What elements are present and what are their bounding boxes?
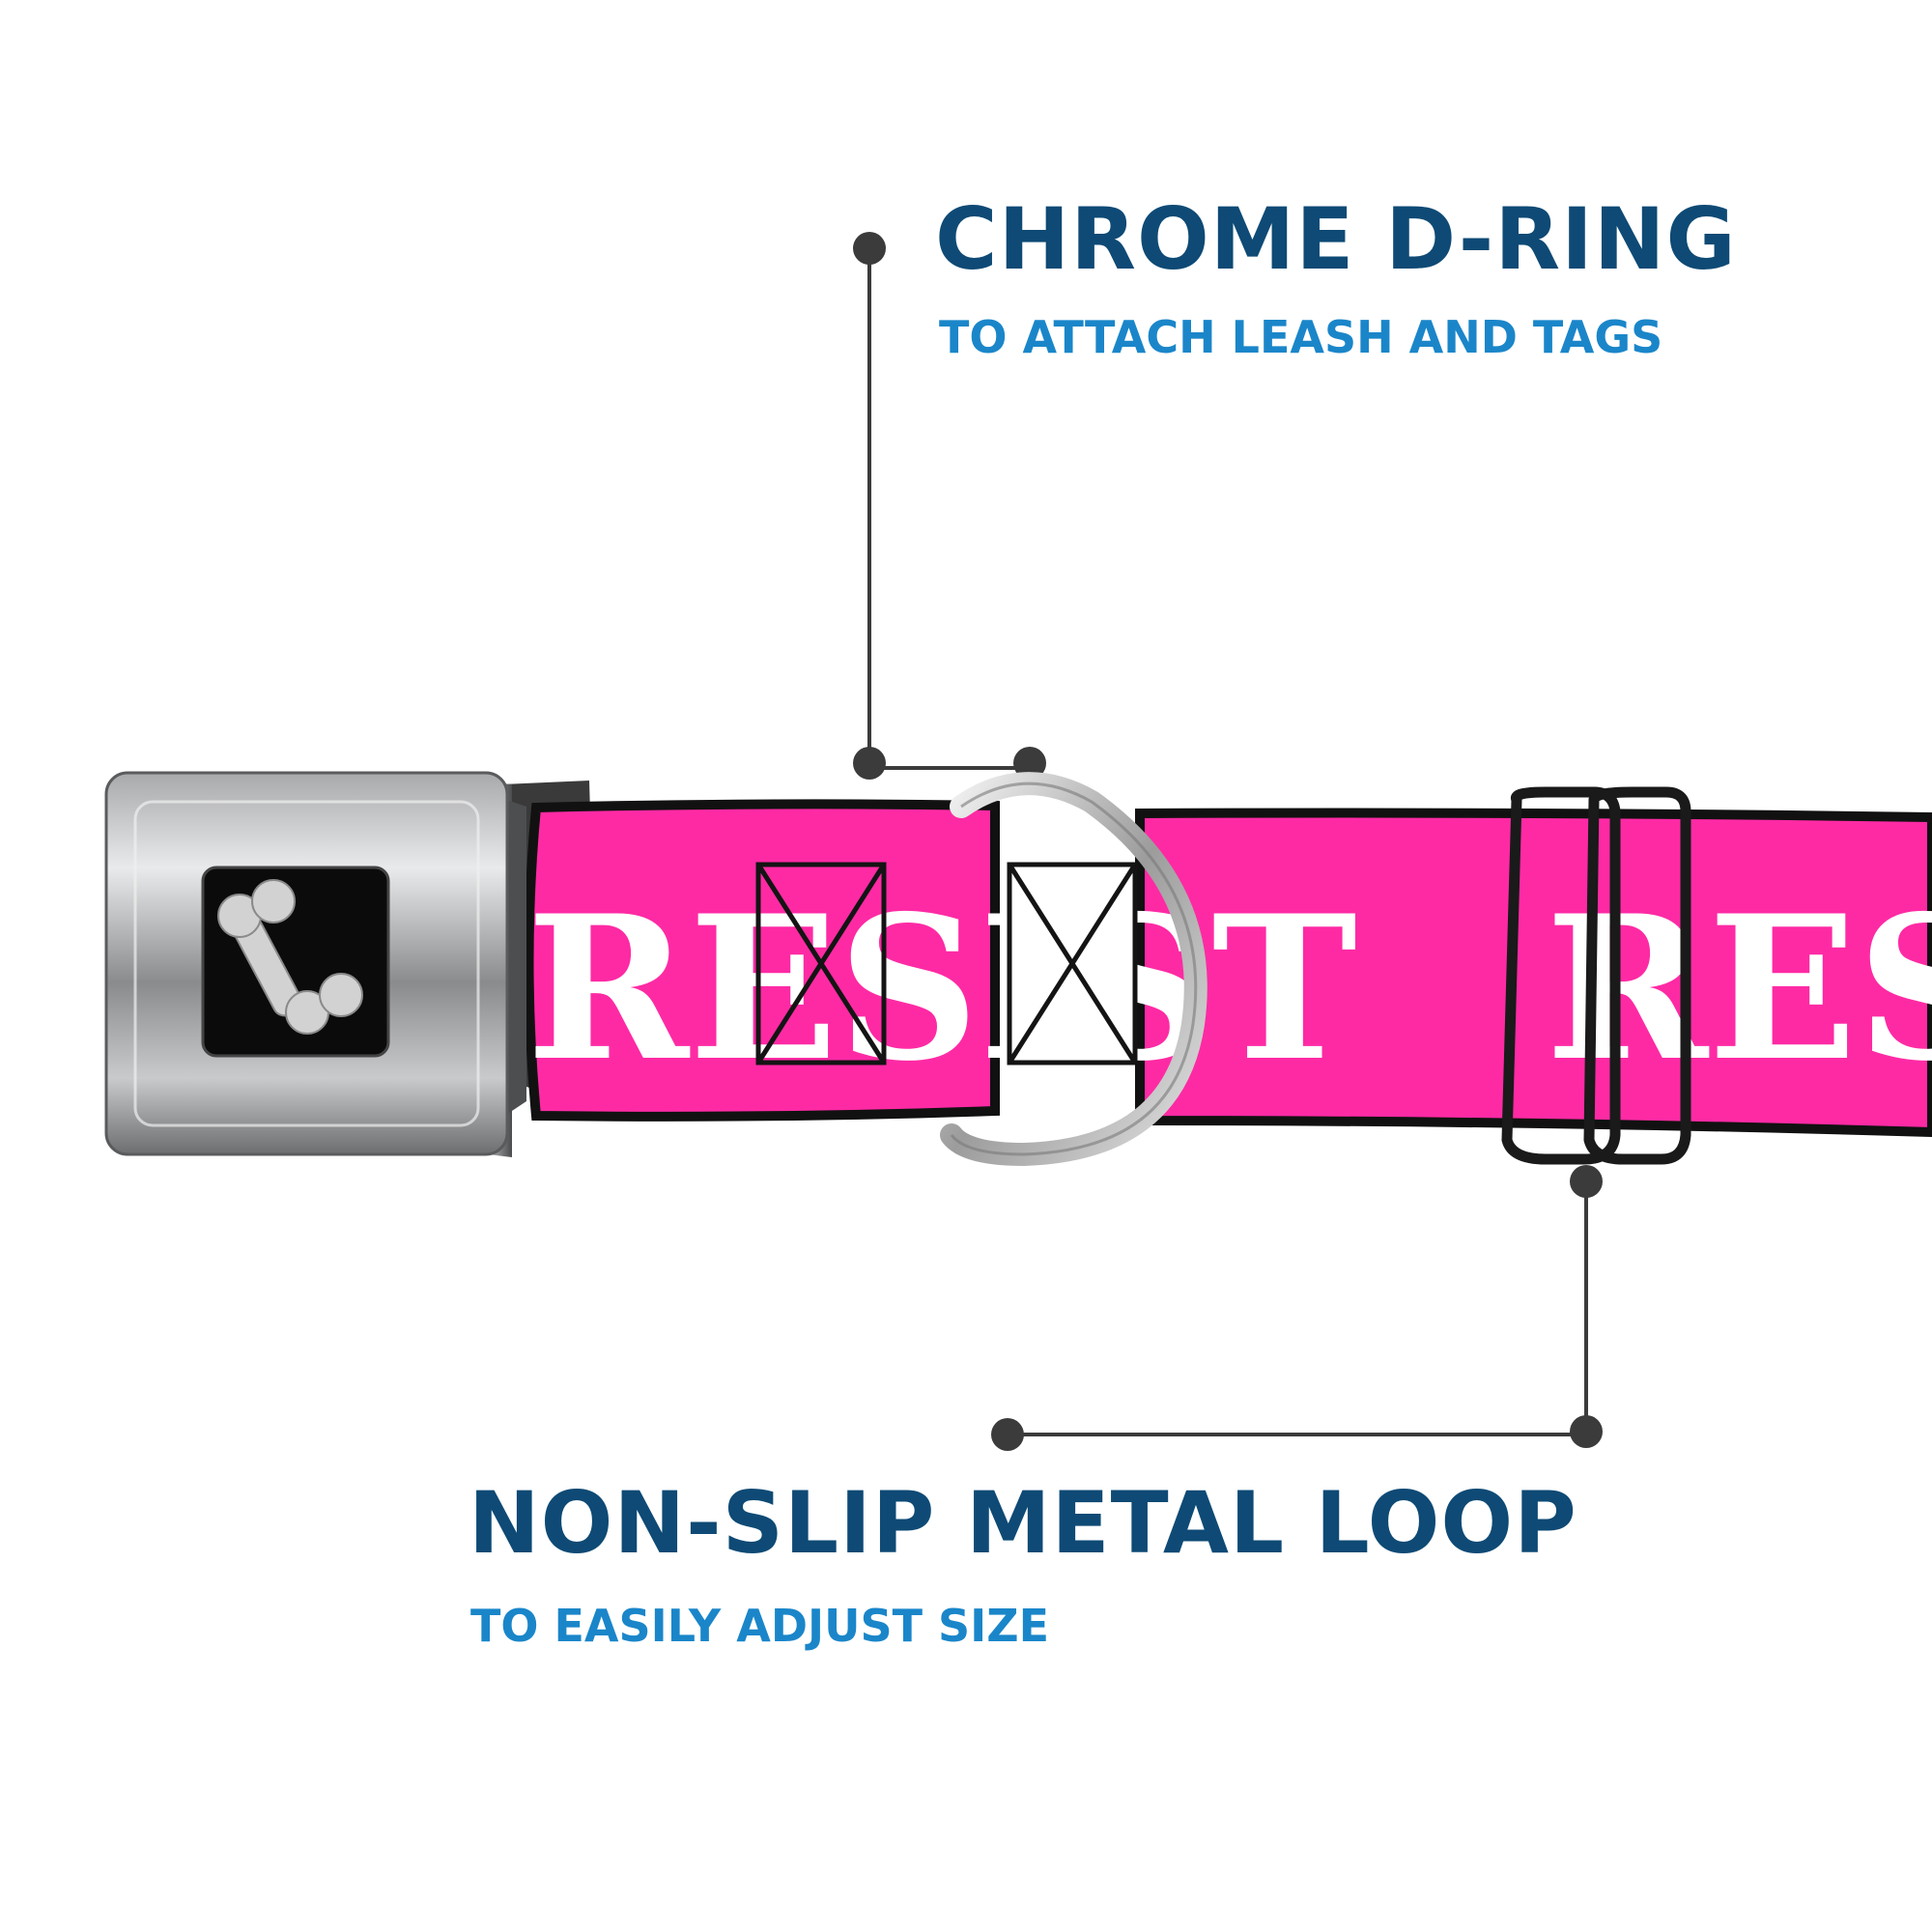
strap-print-text-1: RESIST [526,873,1357,1105]
loop-callout-subtitle: TO EASILY ADJUST SIZE [470,1600,1050,1652]
loop-leader [991,1165,1603,1451]
stitch-box-left [755,862,887,1065]
d-ring-callout-title: CHROME D-RING [935,189,1737,289]
seatbelt-buckle [104,771,526,1157]
d-ring-leader [853,232,1046,780]
stitch-box-right [1007,862,1138,1065]
loop-callout-title: NON-SLIP METAL LOOP [469,1473,1577,1573]
collar-strap: RESIST RESIST [502,781,1932,1138]
chrome-d-ring [940,772,1208,1167]
strap-print-text-2: RESIST [1546,873,1932,1105]
d-ring-callout-subtitle: TO ATTACH LEASH AND TAGS [939,311,1663,363]
bone-icon [217,879,363,1035]
adjuster-loop [1501,786,1691,1165]
